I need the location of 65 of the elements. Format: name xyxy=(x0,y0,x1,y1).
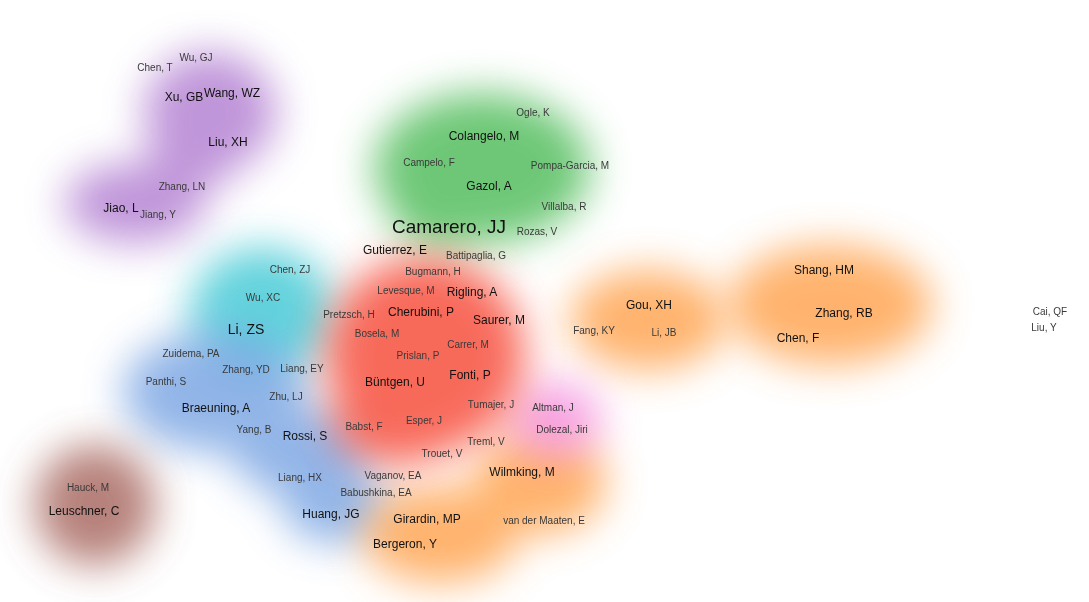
author-label: Cai, QF xyxy=(1032,305,1068,317)
author-label: van der Maaten, E xyxy=(503,514,585,526)
author-label: Pretzsch, H xyxy=(323,308,375,320)
author-label: Babushkina, EA xyxy=(340,486,412,498)
author-label: Rozas, V xyxy=(516,225,558,237)
author-label: Rigling, A xyxy=(446,286,498,300)
author-label: Tumajer, J xyxy=(467,398,515,410)
author-label: Camarero, JJ xyxy=(392,216,506,238)
author-label: Ogle, K xyxy=(516,106,550,118)
author-label: Gazol, A xyxy=(466,180,512,194)
author-label: Fang, KY xyxy=(573,324,615,336)
author-label: Saurer, M xyxy=(473,314,525,328)
author-label: Liu, Y xyxy=(1031,321,1057,333)
author-label: Jiao, L xyxy=(103,202,139,216)
author-label: Li, JB xyxy=(651,326,677,338)
author-label: Hauck, M xyxy=(66,481,110,493)
author-label: Bosela, M xyxy=(354,327,400,339)
author-label: Chen, F xyxy=(776,332,820,346)
author-label: Liu, XH xyxy=(208,136,248,150)
author-label: Bergeron, Y xyxy=(373,538,437,552)
author-label: Gou, XH xyxy=(626,299,672,313)
author-label: Braeuning, A xyxy=(181,402,251,416)
author-label: Bugmann, H xyxy=(405,265,461,277)
author-label: Dolezal, Jiri xyxy=(536,423,588,435)
author-label: Wang, WZ xyxy=(203,87,261,101)
author-label: Trouet, V xyxy=(421,447,463,459)
author-label: Yang, B xyxy=(236,423,272,435)
author-label: Vaganov, EA xyxy=(364,469,422,481)
author-label: Chen, T xyxy=(137,61,173,73)
author-label: Zhang, YD xyxy=(222,363,270,375)
author-label: Babst, F xyxy=(345,420,383,432)
author-label: Wu, XC xyxy=(245,291,281,303)
author-label: Carrer, M xyxy=(447,338,489,350)
author-label: Liang, EY xyxy=(280,362,324,374)
author-label: Campelo, F xyxy=(403,156,455,168)
author-label: Altman, J xyxy=(532,401,574,413)
author-label: Wilmking, M xyxy=(489,466,555,480)
author-label: Liang, HX xyxy=(278,471,322,483)
author-label: Panthi, S xyxy=(145,375,187,387)
author-label: Shang, HM xyxy=(794,264,854,278)
author-label: Villalba, R xyxy=(541,200,587,212)
author-label: Leuschner, C xyxy=(48,505,120,519)
author-label: Wu, GJ xyxy=(179,51,213,63)
author-label: Esper, J xyxy=(405,414,443,426)
author-label: Colangelo, M xyxy=(448,130,520,144)
author-label: Girardin, MP xyxy=(393,513,461,527)
author-label: Levesque, M xyxy=(377,284,435,296)
author-label: Zhang, RB xyxy=(815,307,873,321)
author-label: Battipaglia, G xyxy=(446,249,506,261)
author-label: Büntgen, U xyxy=(365,376,425,390)
author-label: Chen, ZJ xyxy=(269,263,311,275)
author-label: Li, ZS xyxy=(227,322,265,338)
author-label: Treml, V xyxy=(467,435,505,447)
author-label: Jiang, Y xyxy=(140,208,176,220)
author-label: Zhang, LN xyxy=(158,180,206,192)
author-label: Xu, GB xyxy=(164,91,204,105)
author-label: Zhu, LJ xyxy=(269,390,303,402)
author-label: Fonti, P xyxy=(449,369,491,383)
author-label: Rossi, S xyxy=(282,430,328,444)
author-label: Pompa-Garcia, M xyxy=(530,159,610,171)
author-label: Huang, JG xyxy=(302,508,360,522)
author-label: Gutierrez, E xyxy=(363,244,427,258)
author-label: Zuidema, PA xyxy=(162,347,220,359)
author-label: Prislan, P xyxy=(396,349,440,361)
author-label: Cherubini, P xyxy=(388,306,454,320)
